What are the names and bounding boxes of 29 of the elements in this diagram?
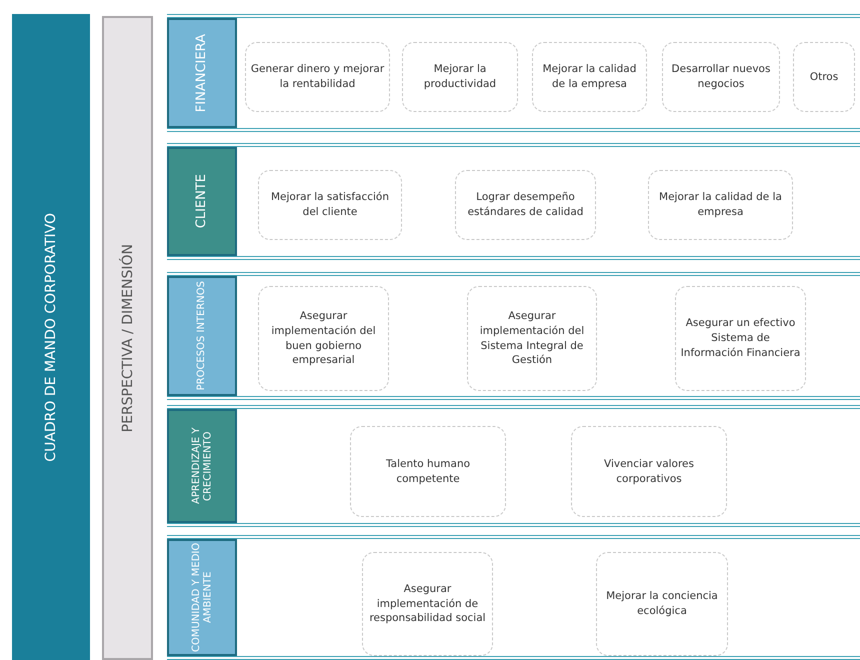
perspective-row [167,405,860,527]
perspective-label: APRENDIZAJE Y CRECIMIENTO [190,426,214,506]
title-text: CUADRO DE MANDO CORPORATIVO [43,212,59,462]
objective-box: Asegurar implementación de responsabilidad social [362,552,493,656]
objective-box: Talento humano competente [350,426,506,517]
objective-box: Otros [793,42,855,112]
perspective-label: CLIENTE [194,174,210,229]
perspective-row [167,535,860,660]
perspective-label: COMUNIDAD Y MEDIO AMBIENTE [190,542,214,653]
perspective-label: FINANCIERA [194,34,210,112]
objective-box: Mejorar la conciencia ecológica [596,552,728,656]
objective-box: Mejorar la satisfacción del cliente [258,170,402,240]
objective-box: Mejorar la calidad de la empresa [532,42,647,112]
perspective-row [167,272,860,400]
perspective-row [167,14,860,132]
perspective-label: PROCESOS INTERNOS [196,281,208,391]
objective-box: Asegurar implementación del Sistema Integral de Gestión [467,286,597,391]
dimension-bar [102,16,153,660]
objective-box: Desarrollar nuevos negocios [662,42,780,112]
perspective-row [167,143,860,260]
dimension-label: PERSPECTIVA / DIMENSIÓN [120,244,136,432]
objective-box: Mejorar la calidad de la empresa [648,170,793,240]
objective-box: Asegurar implementación del buen gobierno empresarial [258,286,389,391]
objective-box: Asegurar un efectivo Sistema de Información Financiera [675,286,806,391]
objective-box: Vivenciar valores corporativos [571,426,727,517]
objective-box: Generar dinero y mejorar la rentabilidad [245,42,390,112]
title-bar [12,14,90,660]
objective-box: Lograr desempeño estándares de calidad [455,170,596,240]
objective-box: Mejorar la productividad [402,42,518,112]
